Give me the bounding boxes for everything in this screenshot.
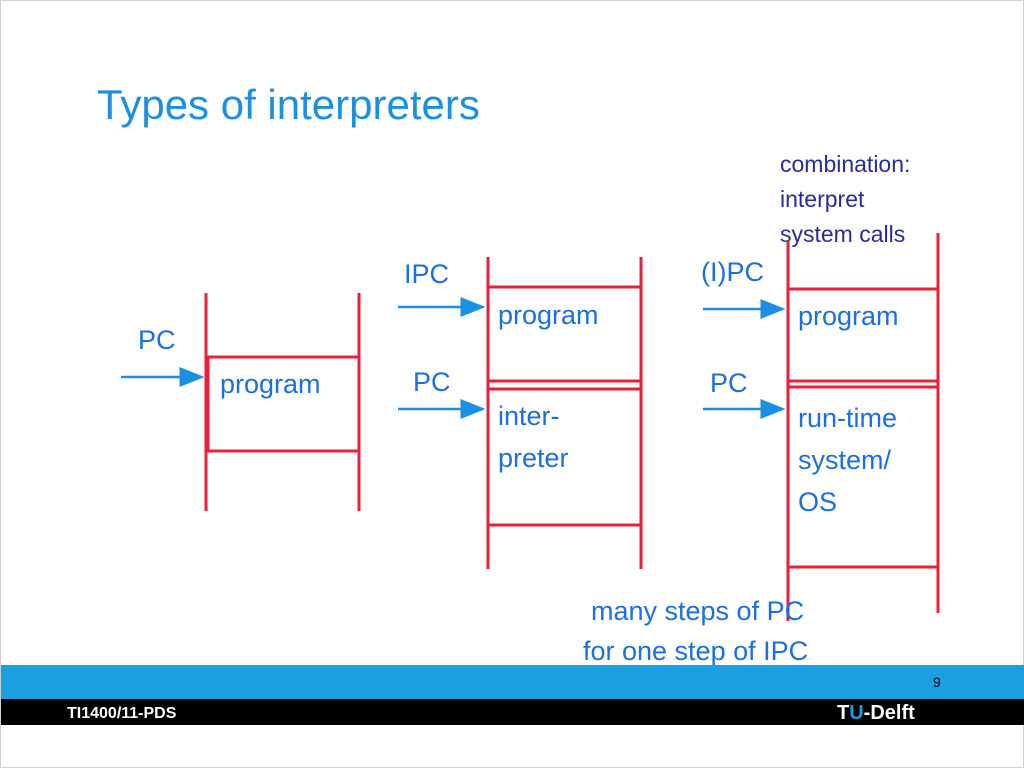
d1-pc-label: PC — [138, 325, 176, 355]
combination-note: combination: interpret system calls — [780, 147, 910, 252]
note-line-1: combination: — [780, 151, 911, 177]
d2-interpreter-line-2: preter — [498, 443, 569, 473]
logo-u: U — [849, 702, 864, 724]
course-code: TI1400/11-PDS — [67, 705, 177, 722]
page-number: 9 — [933, 674, 941, 690]
slide-title: Types of interpreters — [97, 81, 480, 128]
tu-delft-logo: TU-Delft — [837, 702, 915, 725]
d2-interpreter-line-1: inter- — [498, 401, 560, 431]
d3-runtime-line-2: system/ — [798, 445, 892, 475]
note-line-3: system calls — [780, 221, 906, 247]
caption: many steps of PC for one step of IPC — [583, 591, 808, 671]
d3-program-label: program — [798, 301, 899, 331]
d3-ipc-label: (I)PC — [701, 257, 764, 287]
caption-line-2: for one step of IPC — [583, 636, 809, 666]
note-line-2: interpret — [780, 186, 865, 212]
d3-runtime-line-1: run-time — [798, 403, 898, 433]
footer-black-band — [1, 699, 1024, 725]
footer-blue-band — [1, 665, 1024, 699]
d2-ipc-label: IPC — [404, 259, 450, 289]
d3-runtime-label: run-time system/ OS — [798, 397, 897, 523]
d2-interpreter-label: inter- preter — [498, 395, 569, 479]
d1-program-label: program — [220, 369, 321, 399]
logo-rest: -Delft — [863, 702, 915, 724]
d3-runtime-line-3: OS — [798, 487, 838, 517]
caption-line-1: many steps of PC — [591, 596, 805, 626]
d3-pc-label: PC — [710, 368, 748, 398]
logo-t: T — [837, 702, 850, 724]
d2-pc-label: PC — [413, 367, 451, 397]
d2-program-label: program — [498, 300, 599, 330]
